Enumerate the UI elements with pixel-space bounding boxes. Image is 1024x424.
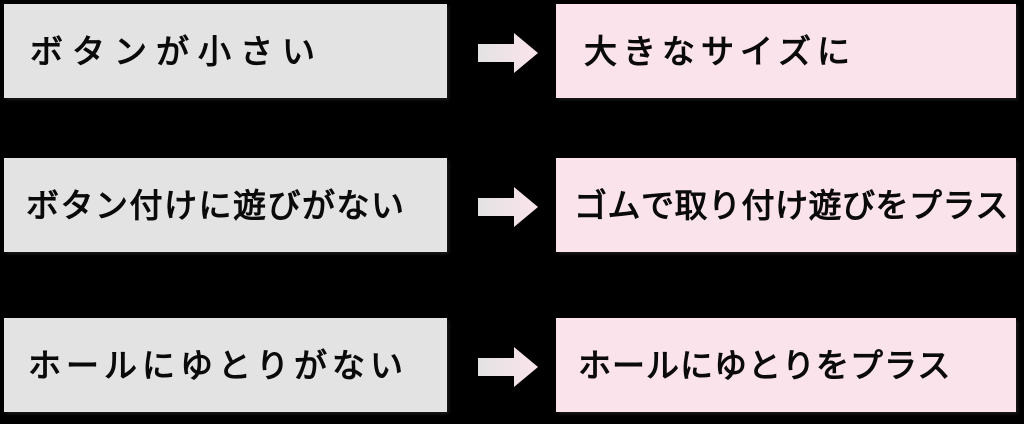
problem-label-3: ホールにゆとりがない [28, 345, 408, 385]
solution-label-1: 大きなサイズに [584, 31, 857, 71]
solution-box-3: ホールにゆとりをプラス [556, 318, 1016, 412]
right-arrow-icon [478, 347, 538, 387]
problem-box-1: ボタンが小さい [4, 4, 447, 98]
solution-box-1: 大きなサイズに [556, 4, 1016, 98]
solution-label-2: ゴムで取り付け遊びをプラス [574, 185, 1009, 225]
comparison-row: ボタンが小さい 大きなサイズに [0, 4, 1024, 98]
right-arrow-icon [478, 33, 538, 73]
problem-label-1: ボタンが小さい [30, 31, 324, 71]
problem-box-3: ホールにゆとりがない [4, 318, 447, 412]
comparison-row: ボタン付けに遊びがない ゴムで取り付け遊びをプラス [0, 158, 1024, 252]
comparison-row: ホールにゆとりがない ホールにゆとりをプラス [0, 318, 1024, 412]
right-arrow-icon [478, 187, 538, 227]
problem-label-2: ボタン付けに遊びがない [26, 185, 406, 225]
problem-box-2: ボタン付けに遊びがない [4, 158, 447, 252]
solution-box-2: ゴムで取り付け遊びをプラス [556, 158, 1016, 252]
solution-label-3: ホールにゆとりをプラス [578, 345, 952, 385]
